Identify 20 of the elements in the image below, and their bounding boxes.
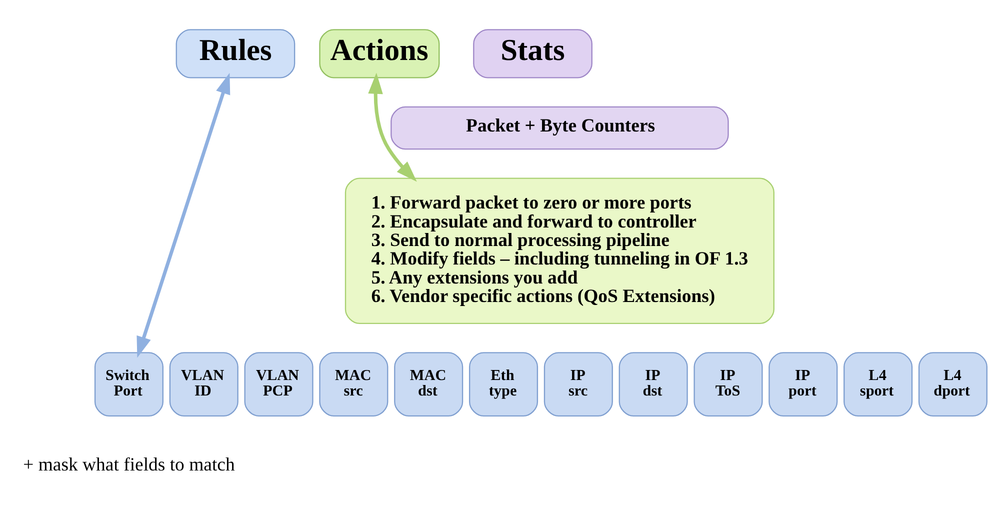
arrow	[368, 72, 417, 182]
node-box: Switch Port	[94, 352, 164, 416]
node-box: Packet + Byte Counters	[390, 106, 729, 150]
node-box: Eth type	[468, 352, 538, 416]
node-box: Rules	[176, 29, 296, 78]
node-box: MAC dst	[394, 352, 464, 416]
node-box: Stats	[473, 29, 592, 78]
node-box: VLAN ID	[169, 352, 238, 416]
node-box: L4 dport	[918, 352, 988, 416]
node-box: IP src	[544, 352, 613, 416]
node-box: IP dst	[618, 352, 688, 416]
node-box: L4 sport	[844, 352, 913, 416]
node-box: MAC src	[319, 352, 388, 416]
node-box: 1. Forward packet to zero or more ports 2. Encapsulate and forward to controller 3. Send to normal processing pipeline 4. Modify fields – including tunneling in OF 1.3 5. Any extensions you add 6. Vendor specific actions (QoS Extensions)	[344, 178, 774, 324]
node-box: IP ToS	[694, 352, 763, 416]
label: + mask what fields to match	[23, 454, 235, 476]
node-box: VLAN PCP	[244, 352, 314, 416]
node-box: IP port	[768, 352, 838, 416]
node-box: Actions	[319, 29, 440, 78]
arrow	[136, 72, 230, 358]
